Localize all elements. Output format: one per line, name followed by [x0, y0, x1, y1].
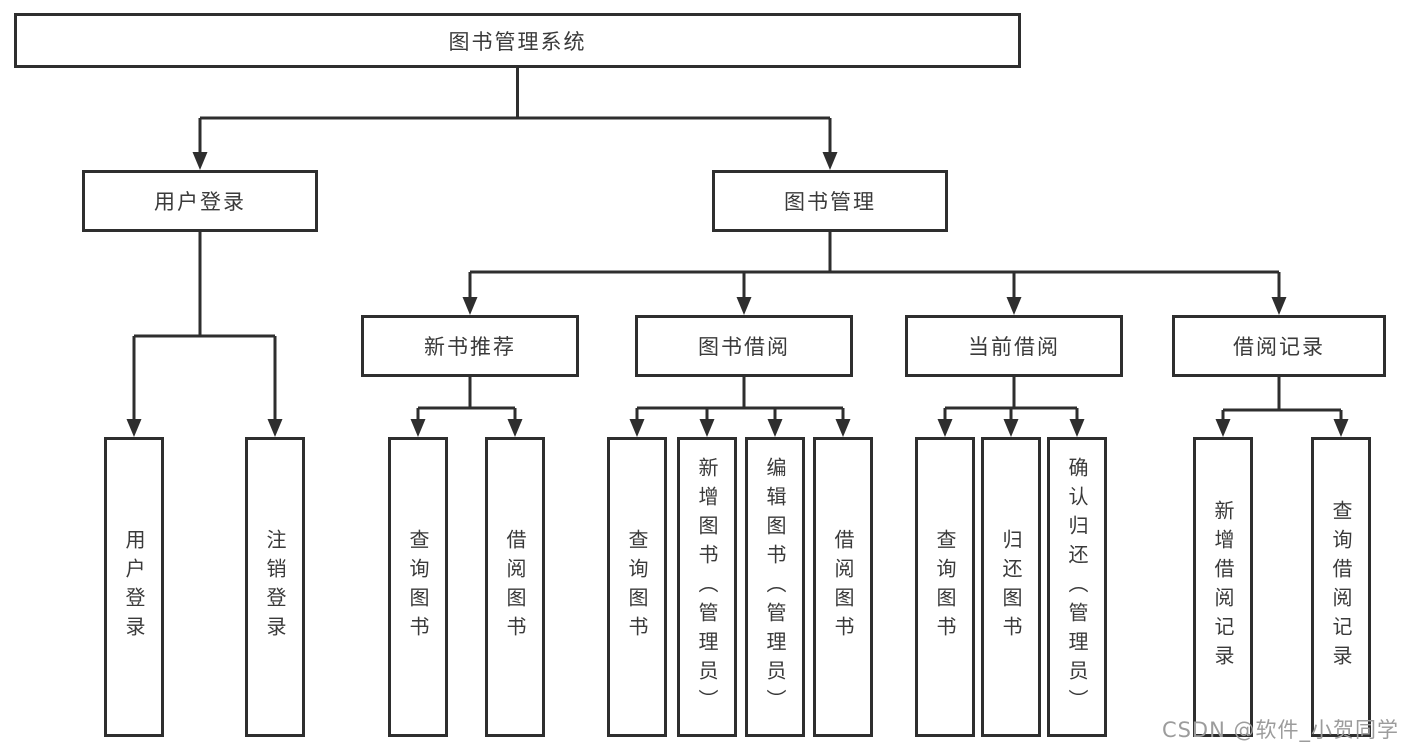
- leaf-borrow-books: 借阅图书: [813, 437, 873, 737]
- node-root-system: 图书管理系统: [14, 13, 1021, 68]
- arrowhead-icons: [126, 152, 1349, 437]
- leaf-query-borrow-record: 查询借阅记录: [1311, 437, 1371, 737]
- leaf-current-query-books: 查询图书: [915, 437, 975, 737]
- leaf-confirm-return-admin: 确认归还（管理员）: [1047, 437, 1107, 737]
- leaf-recommend-query-books: 查询图书: [388, 437, 448, 737]
- leaf-edit-books-admin: 编辑图书（管理员）: [745, 437, 805, 737]
- node-book-borrow: 图书借阅: [635, 315, 853, 377]
- node-borrow-records: 借阅记录: [1172, 315, 1386, 377]
- connector-paths: [132, 68, 1343, 423]
- node-user-login: 用户登录: [82, 170, 318, 232]
- node-current-borrow: 当前借阅: [905, 315, 1123, 377]
- leaf-borrow-query-books: 查询图书: [607, 437, 667, 737]
- leaf-return-books: 归还图书: [981, 437, 1041, 737]
- leaf-add-borrow-record: 新增借阅记录: [1193, 437, 1253, 737]
- csdn-watermark: CSDN @软件_小贺同学: [1161, 718, 1399, 742]
- leaf-logout: 注销登录: [245, 437, 305, 737]
- leaf-add-books-admin: 新增图书（管理员）: [677, 437, 737, 737]
- leaf-user-login: 用户登录: [104, 437, 164, 737]
- leaf-recommend-borrow-books: 借阅图书: [485, 437, 545, 737]
- node-new-book-recommend: 新书推荐: [361, 315, 579, 377]
- node-book-management: 图书管理: [712, 170, 948, 232]
